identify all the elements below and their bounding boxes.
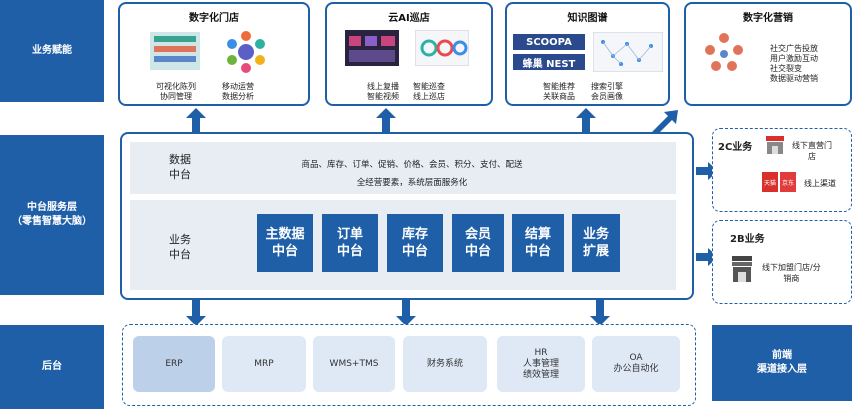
data-center-elements: 商品、库存、订单、促销、价格、会员、积分、支付、配送	[301, 160, 523, 170]
arrow-up-icon	[376, 108, 396, 134]
store-icon	[766, 136, 784, 154]
card-digital-store: 数字化门店 可视化陈列 协同管理 移动运营 数据分析	[118, 2, 310, 106]
system-mrp: MRP	[222, 336, 306, 392]
title-2c: 2C业务	[718, 142, 753, 153]
system-finance: 财务系统	[403, 336, 487, 392]
caption: 智能巡查 线上巡店	[413, 82, 445, 101]
tmall-logo: 天猫	[762, 172, 778, 192]
arrow-down-icon	[590, 300, 610, 326]
business-center-label: 业务 中台	[169, 233, 191, 261]
data-center-summary: 全经营要素，系统层面服务化	[356, 178, 468, 188]
label-backend: 后台	[0, 325, 104, 409]
card-knowledge-graph: 知识图谱 SCOOPA 蜂巢 NEST 智能推荐 关联商品 搜索引擎 会员画像	[505, 2, 670, 106]
arrow-down-icon	[396, 300, 416, 326]
scoopa-logo: SCOOPA	[513, 34, 585, 50]
title-2b: 2B业务	[730, 234, 765, 245]
nest-logo: 蜂巢 NEST	[513, 54, 585, 70]
knowledge-graph-icon	[593, 32, 663, 72]
card-title: 云AI巡店	[388, 13, 430, 24]
system-erp: ERP	[133, 336, 215, 392]
item-franchise-store: 线下加盟门店/分 销商	[762, 263, 821, 283]
panel-2c-business	[712, 128, 852, 212]
system-hr: HR 人事管理 绩效管理	[497, 336, 585, 392]
card-digital-marketing: 数字化营销 社交广告投放 用户激励互动 社交裂变 数据驱动营销	[684, 2, 852, 106]
store-shelf-image	[150, 32, 200, 70]
tile-settlement: 结算 中台	[512, 214, 564, 272]
arrow-up-icon	[186, 108, 206, 134]
caption: 可视化陈列 协同管理	[156, 82, 196, 101]
caption: 线上复播 智能视频	[367, 82, 399, 101]
data-center-panel	[130, 142, 676, 194]
data-analysis-icon	[227, 31, 265, 73]
caption: 智能推荐 关联商品	[543, 82, 575, 101]
system-wms-tms: WMS+TMS	[313, 336, 395, 392]
item-online-channel: 线上渠道	[804, 179, 836, 188]
people-network-icon	[705, 33, 743, 71]
dashboard-chart-image	[415, 30, 469, 66]
item-offline-direct-store: 线下直营门 店	[792, 141, 832, 161]
shop-icon	[732, 256, 752, 282]
caption: 搜索引擎 会员画像	[591, 82, 623, 101]
label-business-enablement: 业务赋能	[0, 0, 104, 102]
arrow-up-icon	[576, 108, 596, 134]
label-middle-platform: 中台服务层 （零售智慧大脑）	[0, 135, 104, 295]
video-monitor-image	[345, 30, 399, 66]
card-cloud-ai-patrol: 云AI巡店 线上复播 智能视频 智能巡查 线上巡店	[325, 2, 493, 106]
tile-business-extension: 业务 扩展	[572, 214, 620, 272]
tile-master-data: 主数据 中台	[257, 214, 313, 272]
system-oa: OA 办公自动化	[592, 336, 680, 392]
tile-order: 订单 中台	[322, 214, 378, 272]
caption: 社交广告投放 用户激励互动 社交裂变 数据驱动营销	[770, 44, 818, 83]
data-center-label: 数据 中台	[169, 153, 191, 181]
label-front-access: 前端 渠道接入层	[712, 325, 852, 401]
arrow-up-right-icon	[652, 110, 678, 136]
tile-member: 会员 中台	[452, 214, 504, 272]
jd-logo: 京东	[780, 172, 796, 192]
arrow-down-icon	[186, 300, 206, 326]
card-title: 知识图谱	[567, 13, 608, 24]
caption: 移动运营 数据分析	[222, 82, 254, 101]
card-title: 数字化营销	[743, 13, 793, 24]
tile-inventory: 库存 中台	[387, 214, 443, 272]
card-title: 数字化门店	[189, 13, 239, 24]
